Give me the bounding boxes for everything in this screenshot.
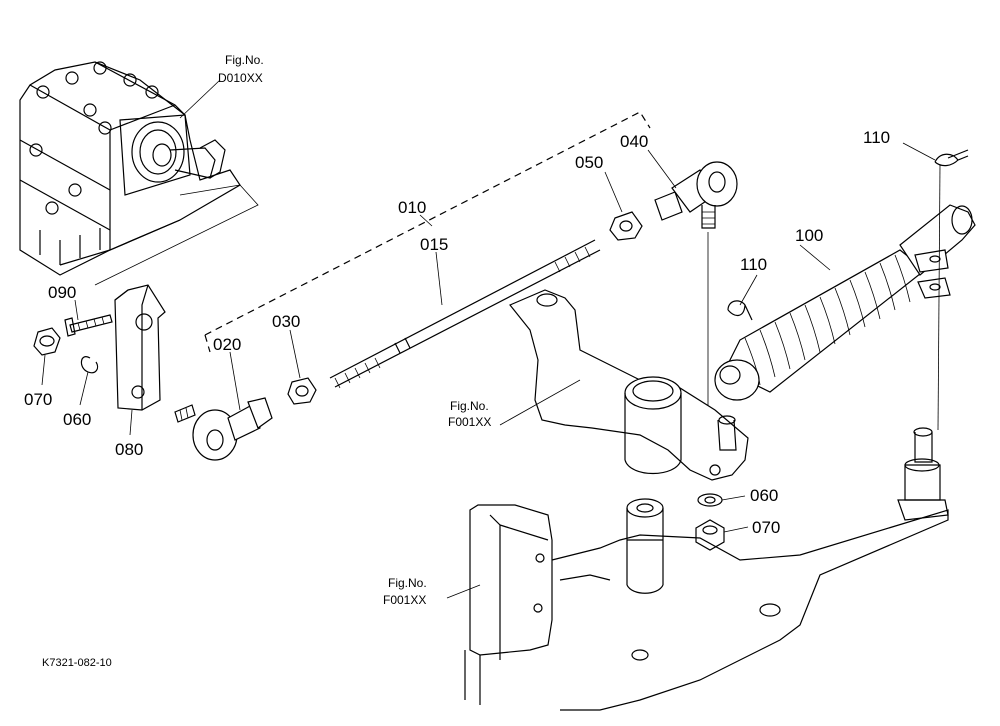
bolt-090	[64, 314, 113, 337]
label-050: 050	[575, 153, 603, 172]
nut-070-left	[33, 327, 61, 356]
washer-060-left	[80, 356, 99, 374]
label-100: 100	[795, 226, 823, 245]
label-080: 080	[115, 440, 143, 459]
middle-bracket	[509, 289, 749, 481]
housing-assembly	[19, 61, 241, 276]
label-090: 090	[48, 283, 76, 302]
label-070-right: 070	[752, 518, 780, 537]
spring-100	[714, 204, 976, 401]
label-060-left: 060	[63, 410, 91, 429]
clip-110-mid	[727, 300, 753, 321]
washer-060-right	[697, 493, 723, 507]
fig-label-bottom: Fig.No.	[388, 576, 427, 590]
label-030: 030	[272, 312, 300, 331]
bottom-frame	[464, 504, 949, 711]
nut-030	[287, 377, 317, 405]
rod-015	[329, 239, 601, 389]
diagram-code: K7321-082-10	[42, 657, 112, 669]
nut-070-right	[695, 519, 725, 551]
bracket-080	[114, 284, 166, 411]
fig-label-middle: Fig.No.	[450, 399, 489, 413]
fig-number-top-left: D010XX	[218, 71, 263, 85]
clip-110-top	[934, 149, 969, 167]
ball-joint-040	[654, 161, 738, 420]
fig-label-top-left: Fig.No.	[225, 53, 264, 67]
fig-number-bottom: F001XX	[383, 593, 426, 607]
label-015: 015	[420, 235, 448, 254]
label-010: 010	[398, 198, 426, 217]
label-110-top: 110	[863, 128, 890, 147]
ball-joint-020	[174, 397, 273, 461]
label-040: 040	[620, 132, 648, 151]
label-020: 020	[213, 335, 241, 354]
label-070-left: 070	[24, 390, 52, 409]
label-060-right: 060	[750, 486, 778, 505]
pin-column-right	[897, 427, 949, 521]
label-110-mid: 110	[740, 255, 767, 274]
fig-number-middle: F001XX	[448, 415, 491, 429]
nut-050	[609, 211, 643, 241]
bottom-pin	[626, 498, 664, 594]
